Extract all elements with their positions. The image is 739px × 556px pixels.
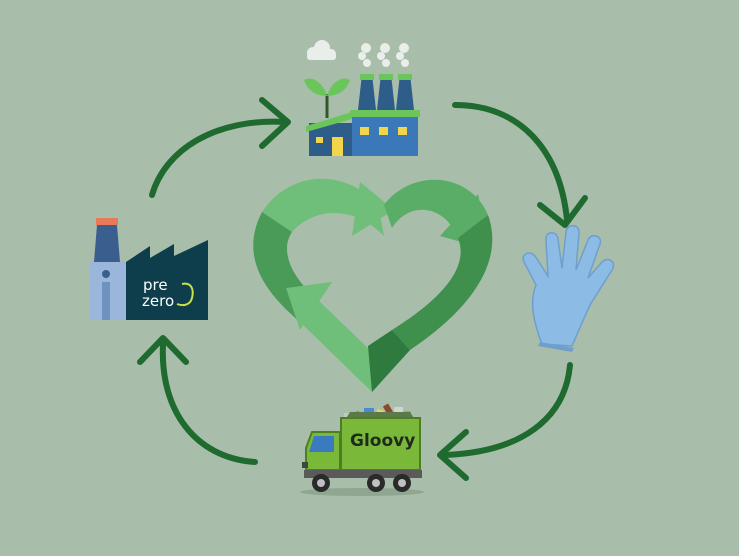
smoke-icon [358,43,409,67]
cycle-arrows [137,97,588,481]
recycling-plant-icon: pre zero [90,218,208,320]
arrow-to-factory [149,97,291,198]
arrow-to-glove [452,102,588,228]
glove-icon [522,225,615,352]
sprout-icon [304,78,350,118]
plant-logo-line2: zero [142,292,174,310]
truck-wheels [312,474,411,492]
plant-logo-line1: pre [143,276,168,294]
eco-factory-icon [304,40,420,156]
recycle-heart-icon [253,178,493,392]
garbage-truck-icon: Gloovy [300,403,424,496]
cloud-icon [307,40,336,60]
arrow-to-plant [137,335,258,465]
truck-brand-text: Gloovy [350,431,415,451]
arrow-to-truck [437,362,573,481]
